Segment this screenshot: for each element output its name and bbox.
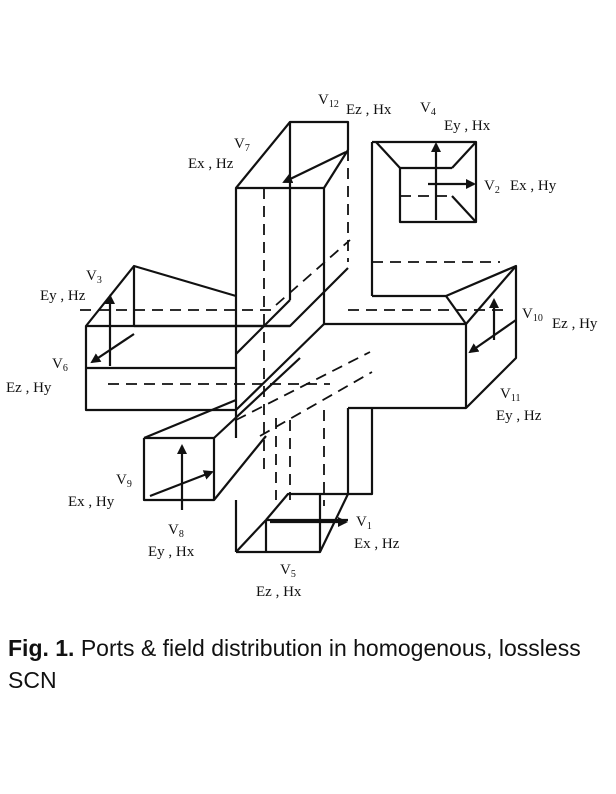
svg-text:Ez , Hy: Ez , Hy xyxy=(6,380,52,396)
arrow-v8 xyxy=(149,470,214,498)
port-label-v10: V10 Ez , Hy xyxy=(522,306,598,332)
svg-text:Ex , Hy: Ex , Hy xyxy=(510,178,557,194)
arrow-v7 xyxy=(282,151,347,184)
port-label-v11: V11 Ey , Hz xyxy=(496,386,542,424)
port-label-v1: V1 Ex , Hz xyxy=(354,514,400,552)
svg-text:Ez , Hy: Ez , Hy xyxy=(552,316,598,332)
svg-text:V5: V5 xyxy=(280,562,296,580)
figure-caption-label: Fig. 1. xyxy=(8,635,75,661)
svg-text:Ey , Hz: Ey , Hz xyxy=(40,288,86,304)
svg-text:V10: V10 xyxy=(522,306,543,324)
node-outline xyxy=(84,120,518,554)
svg-text:Ex , Hy: Ex , Hy xyxy=(68,494,115,510)
svg-text:V8: V8 xyxy=(168,522,184,540)
svg-text:V1: V1 xyxy=(356,514,372,532)
port-label-v9: V9 Ex , Hy xyxy=(68,472,132,510)
port-label-v3: V3 Ey , Hz xyxy=(40,268,102,304)
port-label-v5: V5 Ez , Hx xyxy=(256,562,302,600)
port-label-v8: V8 Ey , Hx xyxy=(148,522,195,560)
svg-text:Ez , Hx: Ez , Hx xyxy=(346,102,392,118)
scn-diagram: V12 Ez , Hx V4 Ey , Hx V7 Ex , Hz V2 Ex … xyxy=(6,92,598,600)
svg-text:V2: V2 xyxy=(484,178,500,196)
svg-text:Ex , Hz: Ex , Hz xyxy=(354,536,400,552)
svg-text:V11: V11 xyxy=(500,386,520,404)
svg-text:Ey , Hx: Ey , Hx xyxy=(444,118,491,134)
port-label-v7: V7 Ex , Hz xyxy=(188,136,250,172)
svg-text:V3: V3 xyxy=(86,268,102,286)
svg-text:V6: V6 xyxy=(52,356,68,374)
arrow-v11 xyxy=(468,319,517,354)
svg-text:V7: V7 xyxy=(234,136,250,154)
svg-text:Ey , Hx: Ey , Hx xyxy=(148,544,195,560)
svg-text:Ez , Hx: Ez , Hx xyxy=(256,584,302,600)
port-label-v2: V2 Ex , Hy xyxy=(484,178,557,196)
hidden-edges xyxy=(80,150,506,506)
figure-caption-text: Ports & field distribution in homogenous… xyxy=(8,635,581,693)
port-label-v6: V6 Ez , Hy xyxy=(6,356,68,396)
port-label-v4: V4 Ey , Hx xyxy=(420,100,491,134)
arrow-v6 xyxy=(90,333,135,364)
figure-caption: Fig. 1. Ports & field distribution in ho… xyxy=(8,632,608,696)
svg-text:Ey , Hz: Ey , Hz xyxy=(496,408,542,424)
svg-text:Ex , Hz: Ex , Hz xyxy=(188,156,234,172)
svg-text:V9: V9 xyxy=(116,472,132,490)
svg-text:V12: V12 xyxy=(318,92,339,110)
port-label-v12: V12 Ez , Hx xyxy=(318,92,392,118)
field-arrows xyxy=(90,142,517,527)
svg-text:V4: V4 xyxy=(420,100,436,118)
